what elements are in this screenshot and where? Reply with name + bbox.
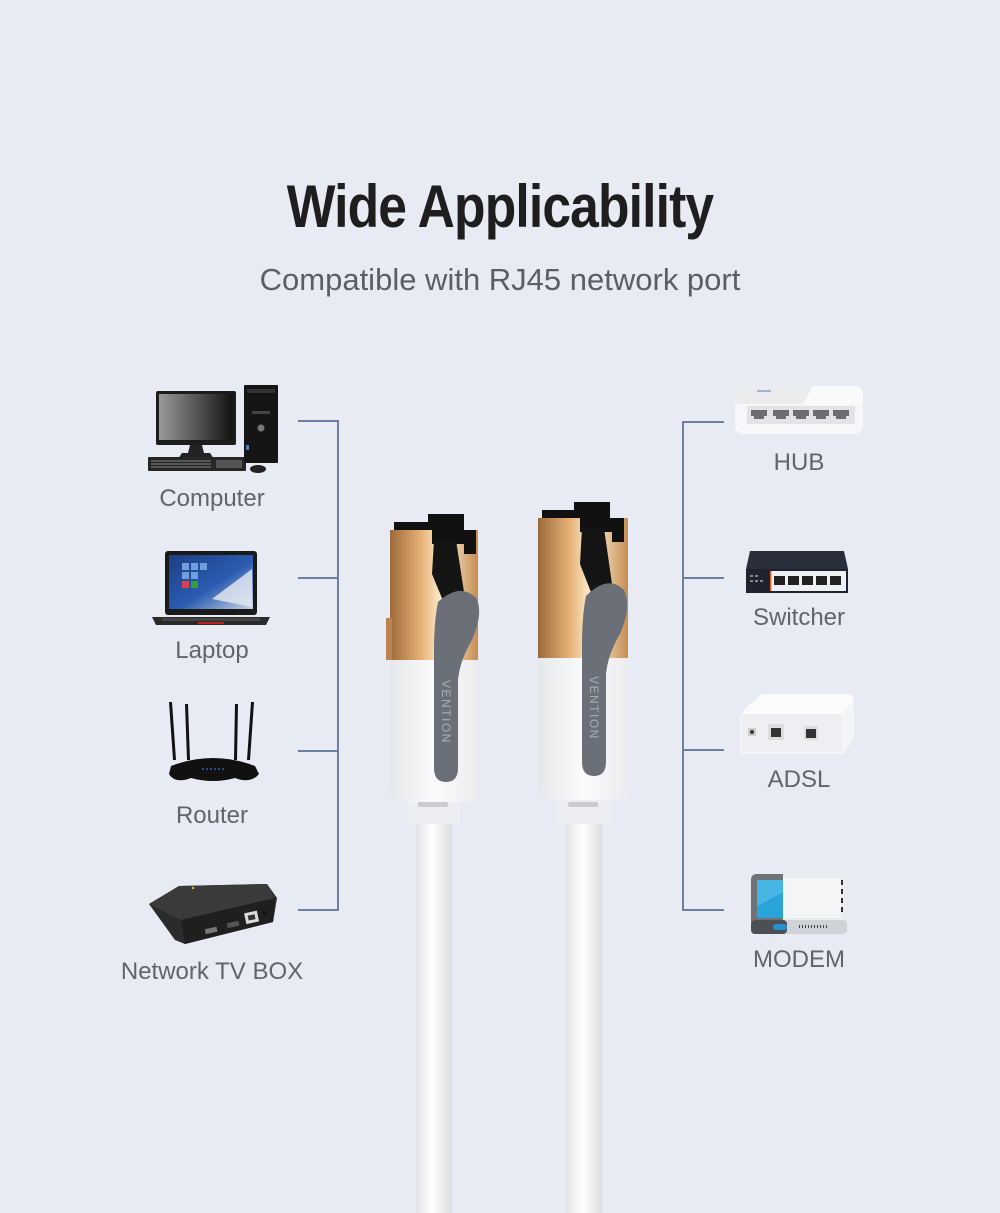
device-label-router: Router — [175, 802, 249, 829]
laptop-icon — [152, 551, 270, 625]
right-bracket-tick — [682, 909, 724, 911]
left-bracket-tick — [298, 577, 339, 579]
router-device — [165, 700, 261, 784]
right-bracket-tick — [682, 749, 724, 751]
device-label-switcher: Switcher — [752, 604, 846, 631]
adsl-splitter-icon — [740, 694, 854, 754]
left-bracket-tick — [298, 909, 339, 911]
brand-text-left: VENTION — [439, 680, 453, 744]
device-label-computer: Computer — [159, 485, 265, 512]
hub-device — [733, 384, 865, 436]
brand-text-right: VENTION — [587, 676, 601, 740]
network-hub-icon — [735, 386, 863, 434]
left-bracket-tick — [298, 420, 339, 422]
modem-icon — [751, 874, 847, 934]
adsl-device — [738, 690, 854, 760]
page-subtitle: Compatible with RJ45 network port — [259, 262, 741, 297]
tv-box-icon — [149, 884, 277, 944]
modem-device — [747, 870, 851, 940]
device-label-tv-box: Network TV BOX — [120, 958, 304, 985]
computer-device — [146, 383, 282, 477]
tv-box-device — [147, 880, 279, 946]
rj45-connector-illustration: VENTION VENTION — [386, 502, 628, 1213]
device-label-modem: MODEM — [753, 946, 845, 973]
device-label-hub: HUB — [773, 449, 825, 476]
left-bracket-vertical — [337, 420, 339, 910]
left-connector: VENTION — [386, 514, 480, 1213]
right-connector: VENTION — [538, 502, 628, 1213]
laptop-device — [148, 549, 274, 631]
ethernet-cable-connectors: VENTION VENTION — [384, 500, 634, 1213]
desktop-computer-icon — [148, 385, 278, 473]
right-bracket-tick — [682, 577, 724, 579]
switch-device — [744, 549, 850, 595]
device-label-adsl: ADSL — [767, 766, 831, 793]
right-bracket-tick — [682, 421, 724, 423]
left-bracket-tick — [298, 750, 339, 752]
network-switch-icon — [746, 551, 848, 593]
right-bracket-vertical — [682, 421, 684, 910]
wifi-router-icon — [169, 702, 259, 781]
device-label-laptop: Laptop — [175, 637, 249, 664]
page-title: Wide Applicability — [286, 173, 714, 240]
